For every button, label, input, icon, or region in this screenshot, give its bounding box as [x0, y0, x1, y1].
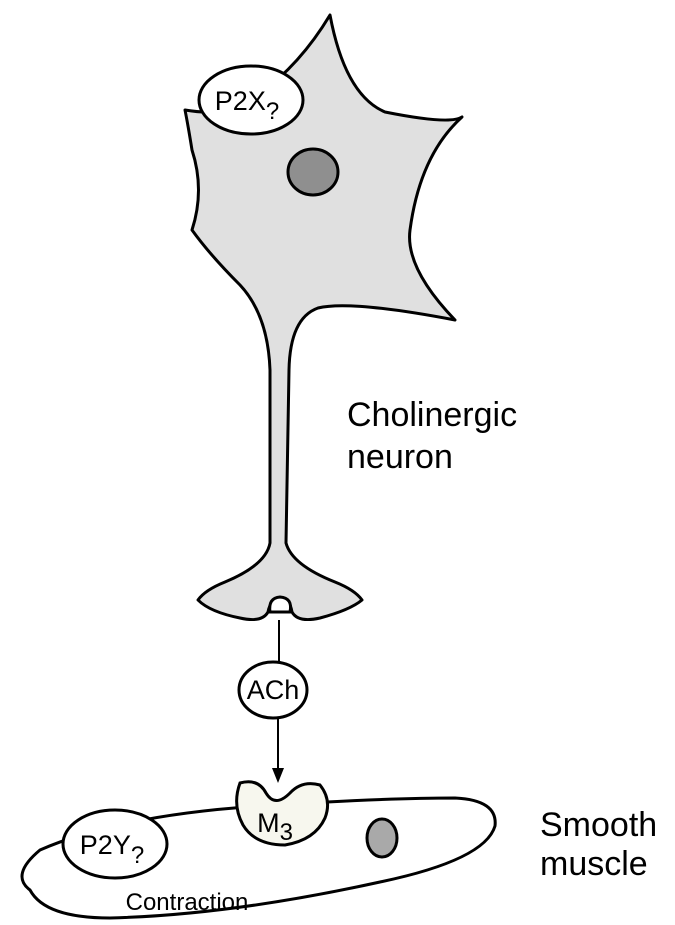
neuron-label-line2: neuron: [347, 438, 453, 476]
p2y-receptor-label: P2Y: [80, 830, 131, 860]
p2y-receptor: P2Y?: [63, 810, 167, 878]
muscle-label-line1: Smooth: [540, 806, 657, 844]
m3-receptor-label: M: [257, 808, 280, 838]
ach-to-m3-arrowhead: [272, 768, 284, 783]
acetylcholine-node: ACh: [239, 662, 307, 718]
acetylcholine-label: ACh: [247, 675, 300, 705]
m3-receptor-subscript: 3: [280, 819, 293, 846]
p2y-receptor-subscript: ?: [131, 842, 144, 869]
muscle-label-line2: muscle: [540, 845, 648, 883]
p2x-receptor: P2X?: [199, 66, 303, 134]
synaptic-vesicle: [270, 597, 291, 612]
neuron-nucleus: [288, 149, 338, 195]
muscle-nucleus: [367, 819, 397, 857]
p2x-receptor-label: P2X: [215, 86, 266, 116]
p2x-receptor-subscript: ?: [266, 98, 279, 125]
neuron-label-line1: Cholinergic: [347, 396, 517, 434]
contraction-label: Contraction: [126, 889, 249, 916]
